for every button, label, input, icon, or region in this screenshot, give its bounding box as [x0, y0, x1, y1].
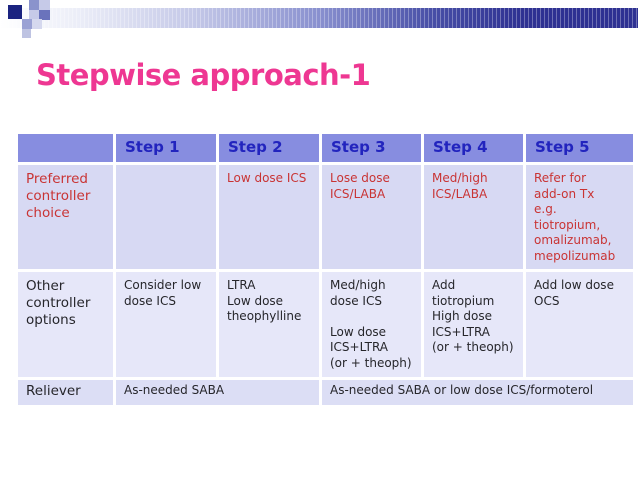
cell-preferred-step-5: Refer for add-on Tx e.g. tiotropium, oma…: [526, 165, 633, 269]
decor-square: [29, 0, 39, 10]
decor-square: [32, 19, 42, 29]
cell-other-step-5: Add low dose OCS: [526, 272, 633, 377]
stepwise-table: Step 1 Step 2 Step 3 Step 4 Step 5 Prefe…: [18, 134, 633, 405]
column-header-step-3: Step 3: [322, 134, 421, 162]
decor-square: [29, 10, 39, 19]
column-header-step-1: Step 1: [116, 134, 216, 162]
column-header-step-2: Step 2: [219, 134, 319, 162]
decor-square: [22, 19, 32, 29]
column-header-empty: [18, 134, 113, 162]
row-label-preferred-controller: Preferred controller choice: [18, 165, 113, 269]
decorative-gradient-bar: [0, 8, 638, 28]
cell-other-step-4: Add tiotropium High dose ICS+LTRA (or + …: [424, 272, 523, 377]
cell-other-step-3: Med/high dose ICS Low dose ICS+LTRA (or …: [322, 272, 421, 377]
row-label-other-controller: Other controller options: [18, 272, 113, 377]
decor-square: [39, 10, 50, 20]
cell-preferred-step-2: Low dose ICS: [219, 165, 319, 269]
cell-preferred-step-4: Med/high ICS/LABA: [424, 165, 523, 269]
cell-reliever-steps-1-2: As-needed SABA: [116, 380, 319, 405]
cell-reliever-steps-3-5: As-needed SABA or low dose ICS/formotero…: [322, 380, 633, 405]
cell-other-step-2: LTRA Low dose theophylline: [219, 272, 319, 377]
cell-preferred-step-3: Lose dose ICS/LABA: [322, 165, 421, 269]
column-header-step-5: Step 5: [526, 134, 633, 162]
slide-title: Stepwise approach-1: [36, 58, 371, 92]
decor-square: [39, 0, 50, 10]
cell-preferred-step-1: [116, 165, 216, 269]
cell-other-step-1: Consider low dose ICS: [116, 272, 216, 377]
column-header-step-4: Step 4: [424, 134, 523, 162]
row-label-reliever: Reliever: [18, 380, 113, 405]
decor-square: [22, 29, 31, 38]
decor-square: [8, 5, 22, 19]
